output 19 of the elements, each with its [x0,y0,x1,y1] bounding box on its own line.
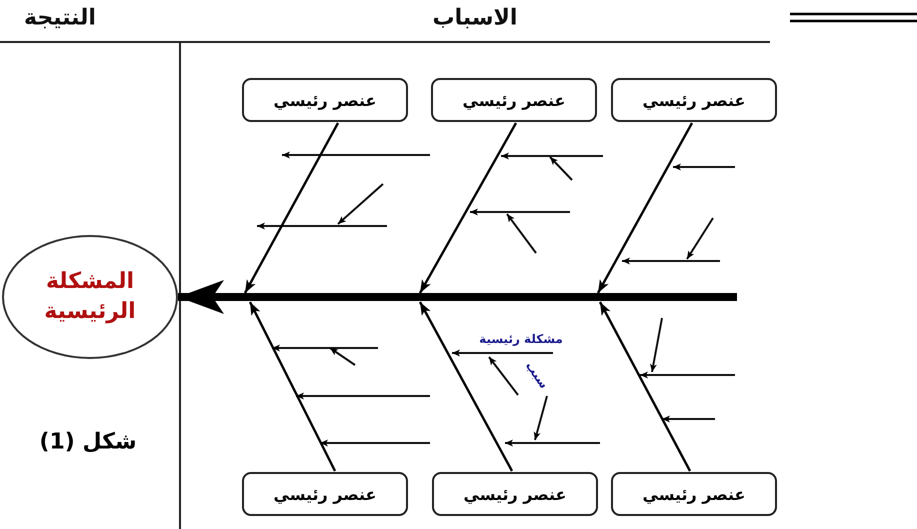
heading: النتيجة [24,6,96,30]
category-box: عنصر رئيسي [611,472,777,516]
bone-arrow [418,301,514,472]
bone-arrow [248,301,336,472]
bone-arrow [418,122,518,294]
category-box: عنصر رئيسي [611,78,777,122]
heading: الاسباب [432,6,518,30]
problem-ellipse: المشكلة الرئيسية [2,235,178,359]
bone-arrow [244,122,340,294]
cause-label: سبب [522,358,552,392]
bone-arrow [596,122,694,294]
category-box: عنصر رئيسي [432,472,598,516]
cause-label: مشكلة رئيسية [479,332,563,346]
bone-arrow [598,301,692,472]
category-box: عنصر رئيسي [242,78,408,122]
caption: شكل (1) [39,430,137,454]
spine-arrow [178,280,737,314]
category-box: عنصر رئيسي [242,472,408,516]
category-box: عنصر رئيسي [431,78,597,122]
